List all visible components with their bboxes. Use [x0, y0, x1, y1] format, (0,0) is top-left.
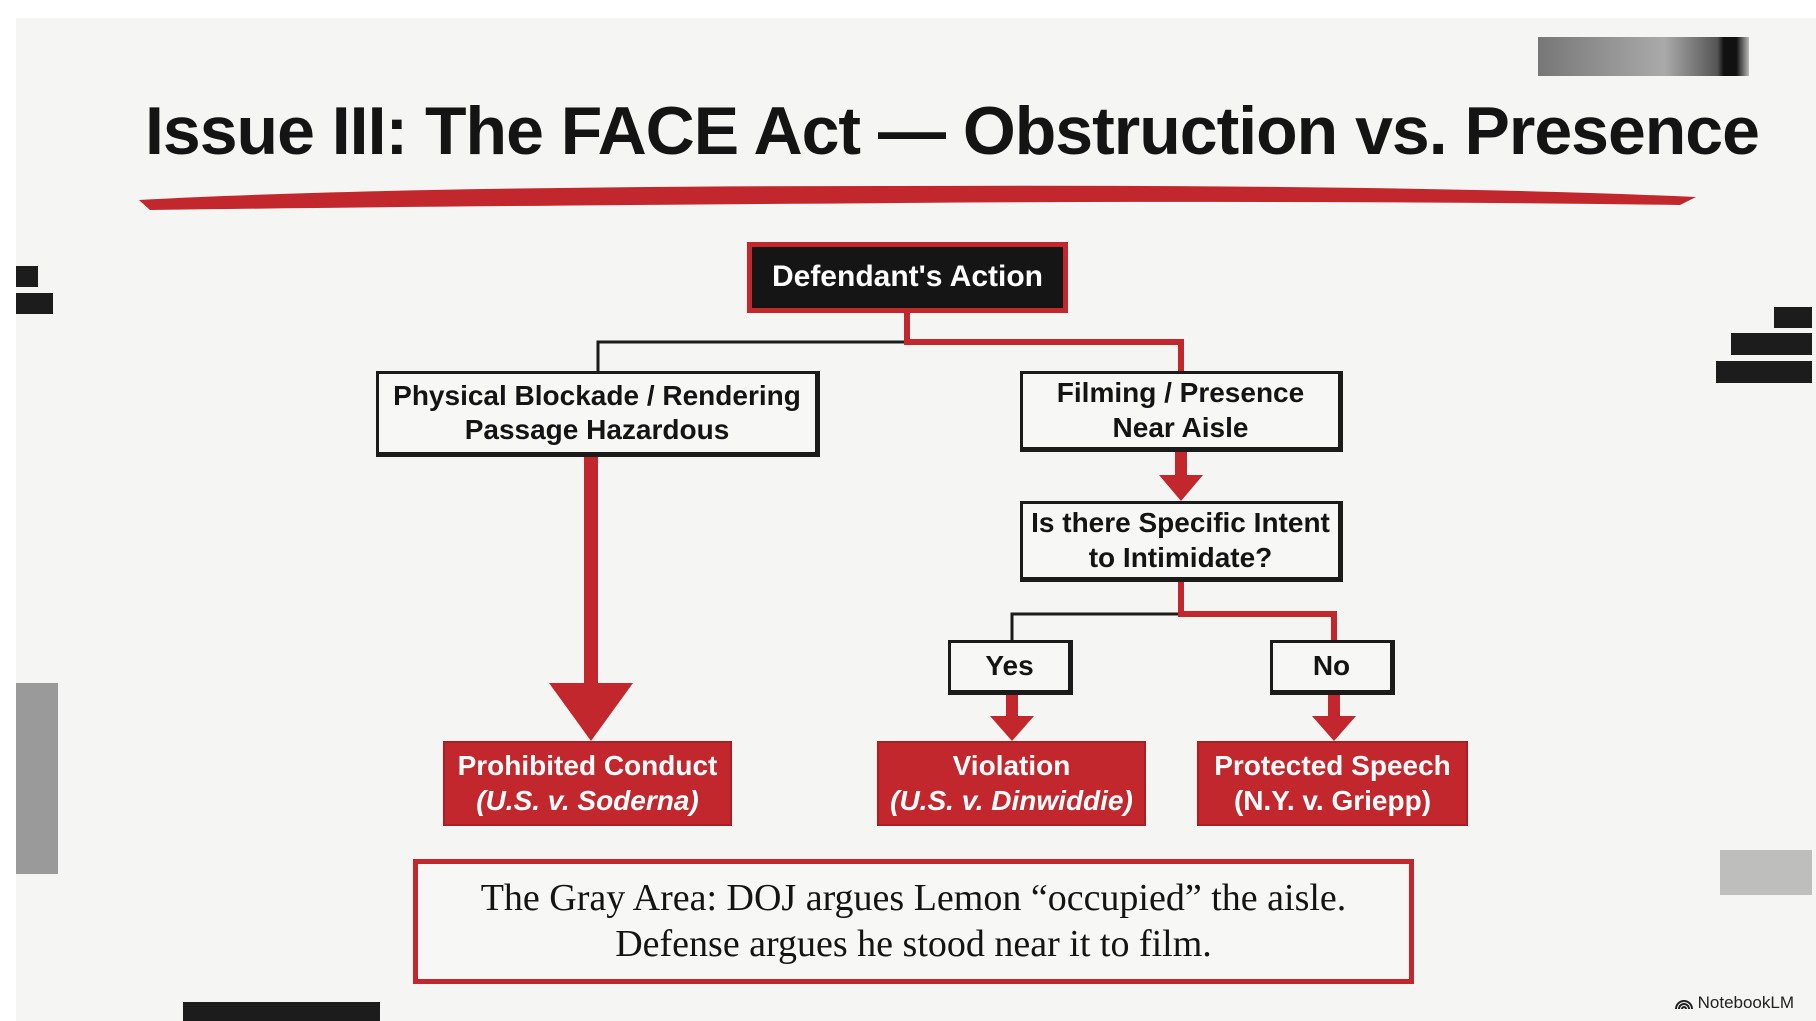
decor-smudge	[1720, 850, 1812, 895]
decor-block	[1731, 333, 1812, 355]
node-filming-presence: Filming / Presence Near Aisle	[1020, 371, 1343, 452]
decor-halftone	[16, 683, 58, 874]
callout-text: The Gray Area: DOJ argues Lemon “occupie…	[480, 876, 1347, 919]
slide-background	[16, 18, 1816, 1021]
decor-block	[16, 293, 53, 314]
connector-root-physical	[596, 313, 909, 371]
node-text: Passage Hazardous	[464, 414, 730, 445]
notebooklm-logo-icon	[1674, 1000, 1693, 1010]
title-underline-brush	[139, 185, 1696, 210]
arrow-no-shaft	[1328, 695, 1340, 719]
arrow-yes-shaft	[1006, 695, 1018, 719]
arrow-physical-shaft	[584, 457, 598, 687]
arrow-no-head	[1312, 716, 1356, 741]
node-text: to Intimidate?	[1088, 541, 1273, 573]
node-protected-speech: Protected Speech (N.Y. v. Griepp)	[1197, 741, 1468, 826]
connector-intent-yes	[1010, 582, 1183, 640]
node-yes: Yes	[948, 640, 1073, 695]
arrow-filming-shaft	[1175, 452, 1187, 478]
callout-text: Defense argues he stood near it to film.	[615, 922, 1212, 965]
node-case-citation: (U.S. v. Dinwiddie)	[890, 784, 1133, 816]
node-physical-blockade: Physical Blockade / Rendering Passage Ha…	[376, 371, 820, 457]
slide-title: Issue III: The FACE Act — Obstruction vs…	[145, 93, 1760, 169]
node-text: Near Aisle	[1112, 411, 1249, 443]
arrow-yes-head	[990, 716, 1034, 741]
node-prohibited-conduct: Prohibited Conduct (U.S. v. Soderna)	[443, 741, 732, 826]
gray-area-callout: The Gray Area: DOJ argues Lemon “occupie…	[413, 859, 1414, 984]
node-text: Filming / Presence	[1056, 377, 1305, 409]
node-case-citation: (U.S. v. Soderna)	[476, 784, 699, 816]
node-text: Physical Blockade / Rendering	[393, 379, 801, 411]
brand-watermark: NotebookLM	[1674, 993, 1794, 1013]
node-no: No	[1270, 640, 1395, 695]
decor-block	[1716, 361, 1812, 383]
node-text: Is there Specific Intent	[1031, 507, 1330, 539]
node-text: Prohibited Conduct	[457, 750, 718, 782]
connector-intent-no	[1178, 582, 1337, 640]
decor-block	[183, 1002, 380, 1021]
decor-block	[1774, 307, 1812, 328]
decor-halftone-bar	[1538, 37, 1749, 76]
arrow-filming-head	[1159, 475, 1203, 501]
node-violation: Violation (U.S. v. Dinwiddie)	[877, 741, 1146, 826]
node-text: Protected Speech	[1214, 750, 1451, 782]
node-specific-intent: Is there Specific Intent to Intimidate?	[1020, 501, 1343, 582]
node-case-citation: (N.Y. v. Griepp)	[1233, 784, 1432, 816]
arrow-physical-head	[549, 683, 633, 741]
connector-root-filming	[904, 313, 1184, 371]
brand-name: NotebookLM	[1697, 993, 1794, 1012]
node-defendants-action: Defendant's Action	[747, 242, 1068, 313]
decor-block	[16, 266, 38, 287]
node-text: Violation	[952, 750, 1071, 782]
